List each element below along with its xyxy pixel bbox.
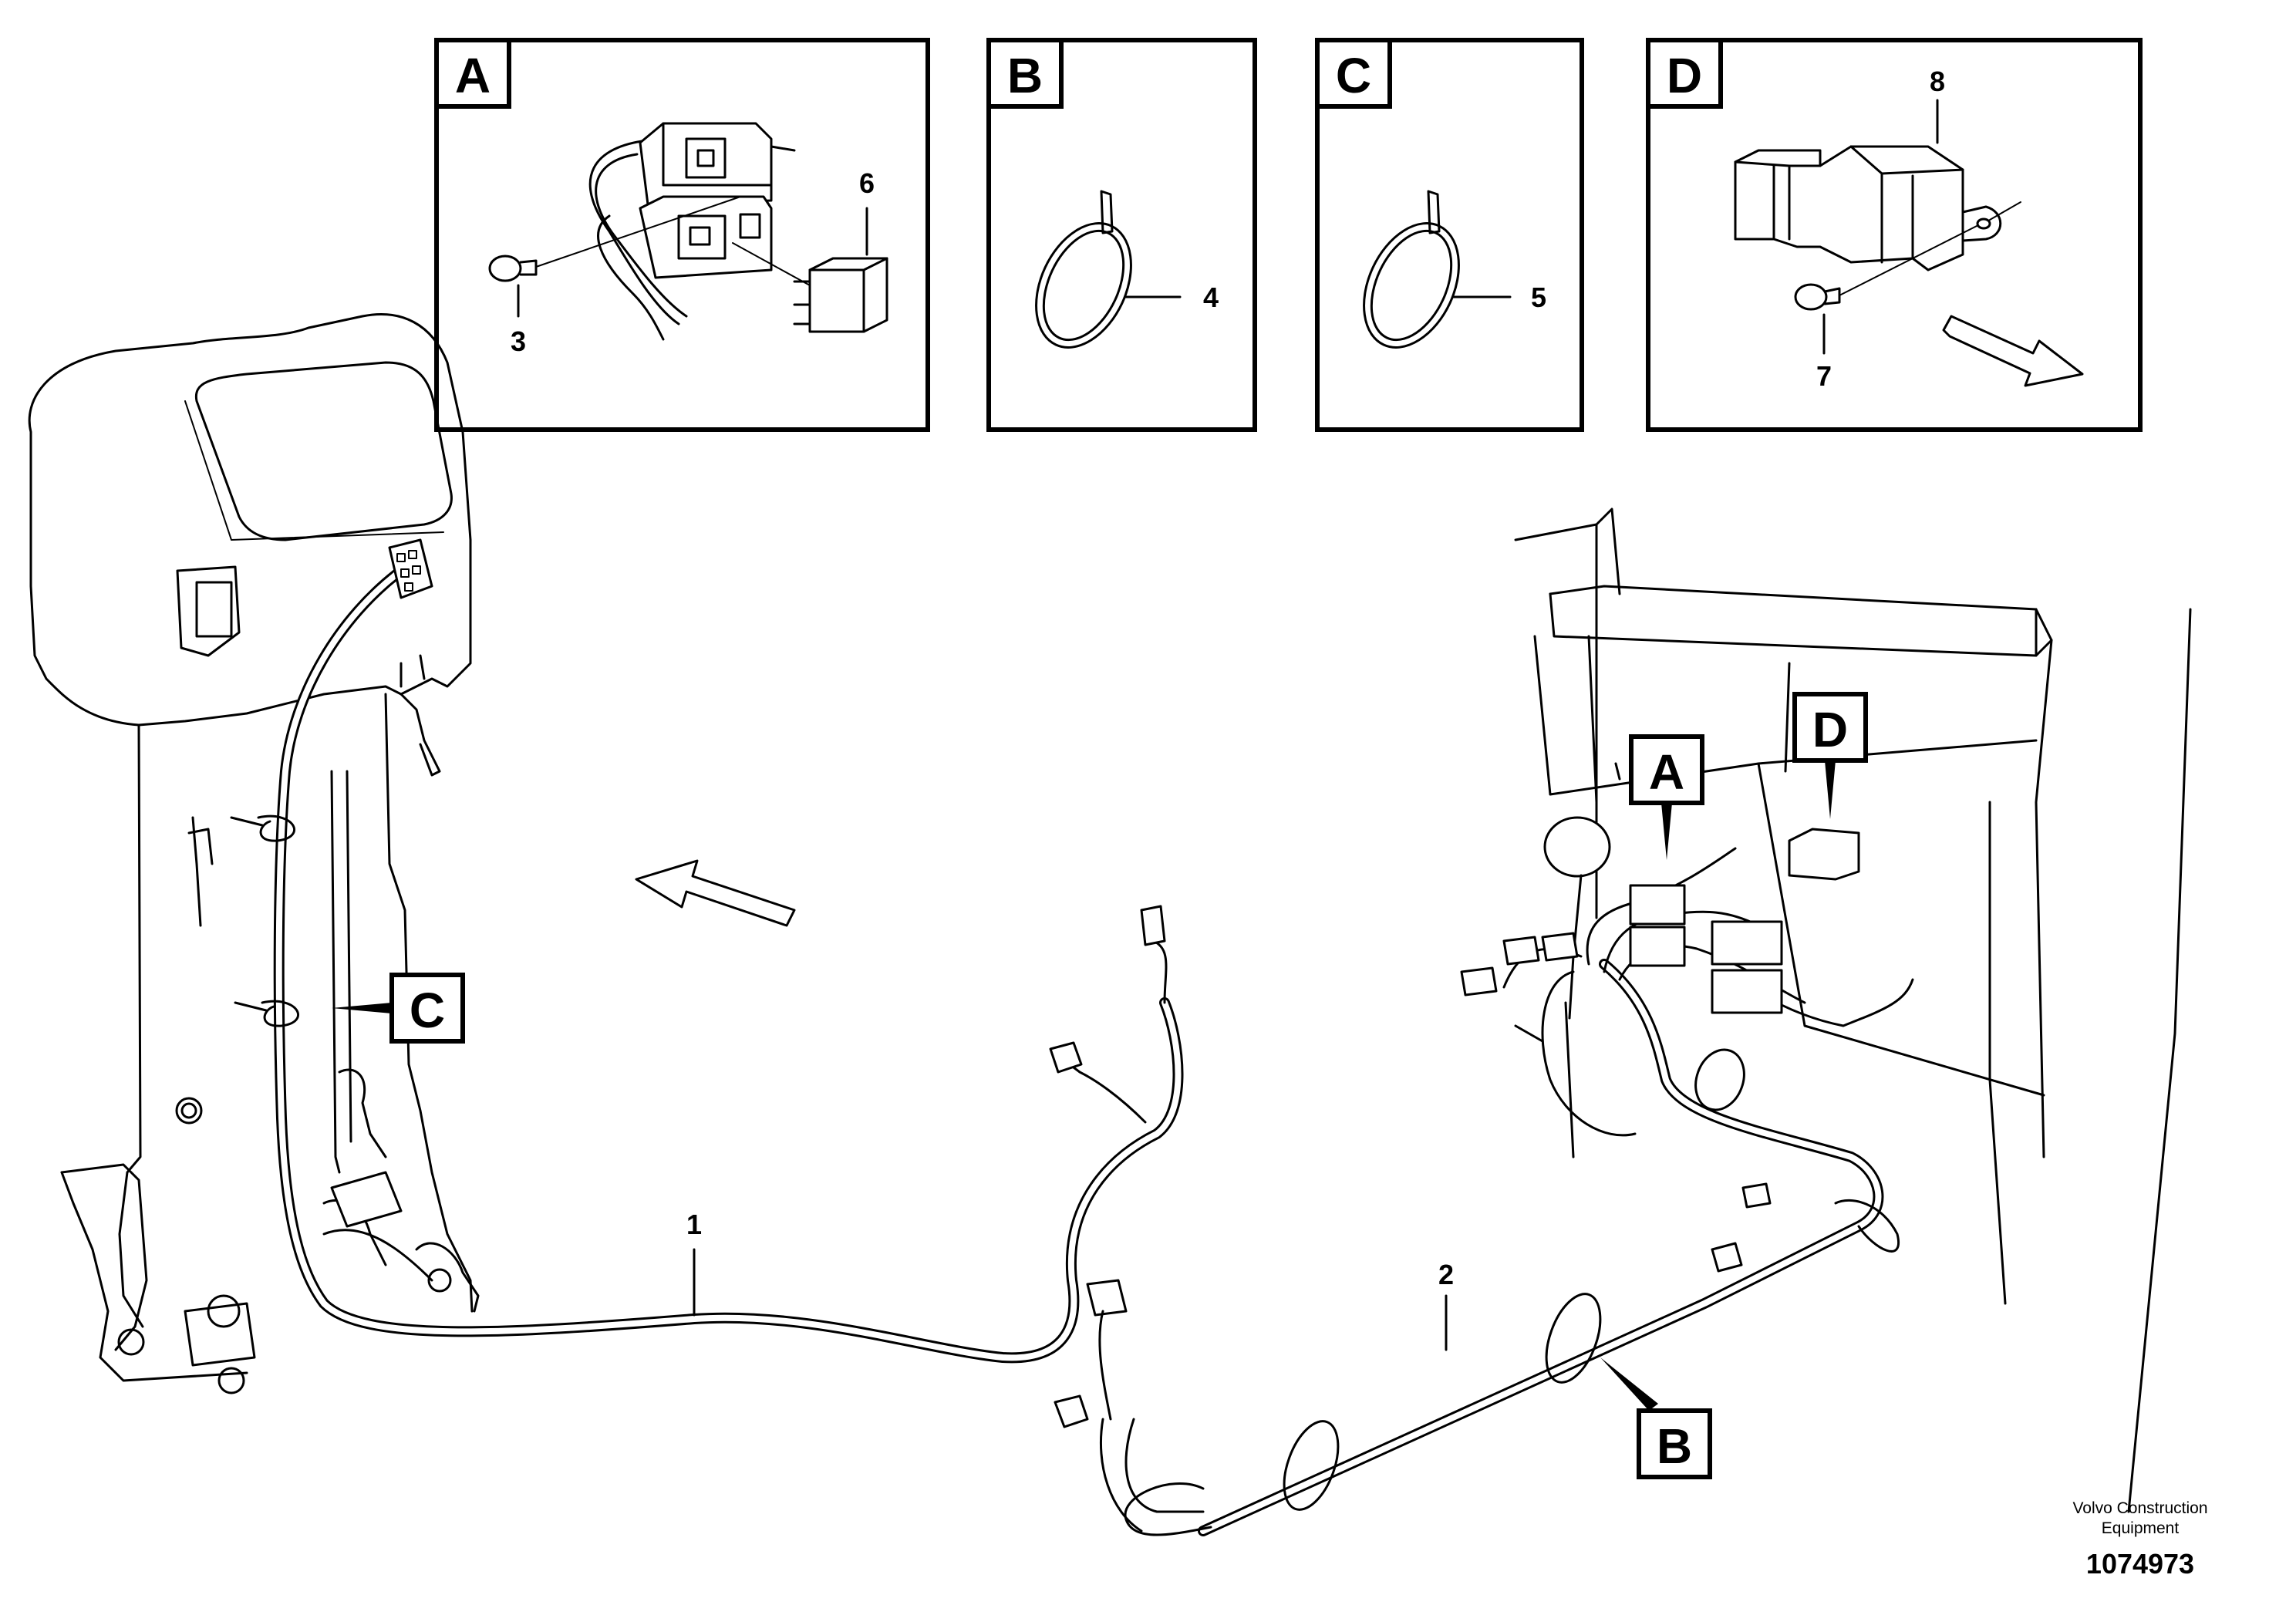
screw-7: 7 [1794,224,1979,392]
panel-a-letter: A [455,48,491,103]
svg-text:A: A [1649,744,1684,800]
control-console [28,313,480,1394]
callout-2: 2 [1438,1259,1454,1290]
location-tag-b: B [1600,1357,1712,1479]
detail-panel-a: A 3 [434,38,930,432]
cab-wall [1514,508,2192,1513]
sensor-disc [1543,816,1611,1020]
screw-3: 3 [488,196,741,357]
drawing-number: 1074973 [2086,1548,2194,1580]
detail-panel-c: C 5 [1315,38,1584,432]
location-tag-c: C [332,973,465,1044]
footer: Volvo Construction Equipment 1074973 [2072,1499,2207,1580]
wiring-harness-1: 1 [230,538,1184,1364]
relay-socket-lower [639,195,773,279]
detail-panel-b: B 4 [986,38,1257,432]
panel-b-letter: B [1007,48,1043,103]
relay-cluster [1460,884,1783,1014]
svg-text:C: C [410,983,445,1038]
callout-1: 1 [686,1209,702,1240]
callout-7: 7 [1816,360,1832,392]
panel-d-letter: D [1667,48,1702,103]
relay-holder-8: 8 [1734,66,2021,271]
callout-6: 6 [859,167,875,199]
svg-text:B: B [1657,1418,1692,1474]
panel-c-letter: C [1336,48,1371,103]
direction-arrow-forward [635,859,796,927]
detail-panel-d: D 8 7 [1646,38,2143,432]
location-tag-d: D [1792,692,1868,819]
wiring-harness-2: 2 [1054,816,1914,1536]
cable-tie-5: 5 [1363,190,1546,349]
company-line-2: Equipment [2102,1519,2180,1537]
company-line-1: Volvo Construction [2072,1499,2207,1517]
svg-text:D: D [1812,702,1848,757]
cable-tie-4: 4 [1035,190,1219,349]
callout-4: 4 [1203,282,1219,313]
callout-5: 5 [1531,282,1546,313]
relay-at-d [1788,828,1860,881]
callout-8: 8 [1930,66,1945,97]
callout-3: 3 [511,325,526,357]
console-connector [388,538,433,599]
location-tag-a: A [1629,734,1704,860]
direction-arrow-d [1942,315,2084,387]
relay-6: 6 [732,167,888,333]
